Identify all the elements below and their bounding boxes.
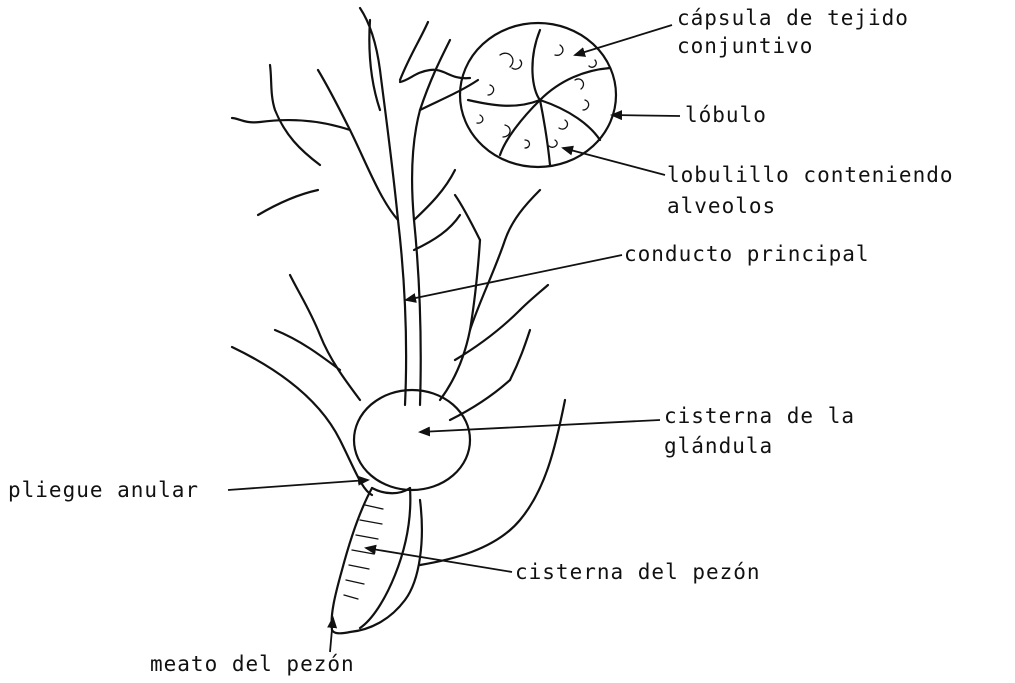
arrow-lobulillo xyxy=(563,148,665,175)
branch-left-mid xyxy=(270,65,320,165)
duct-tree xyxy=(232,8,548,420)
main-duct-right-edge xyxy=(412,40,450,405)
label-pliegue: pliegue anular xyxy=(8,478,199,502)
branch-right-fine xyxy=(455,190,540,330)
branch-lower-right xyxy=(440,240,520,420)
branch-left-upper xyxy=(318,70,398,220)
label-meato: meato del pezón xyxy=(150,652,355,676)
label-capsula-line1: cápsula de tejido xyxy=(677,6,909,30)
teat-left-wall xyxy=(332,488,372,630)
label-cisterna-glandula-line1: cisterna de la xyxy=(664,404,855,428)
label-cisterna-glandula-line2: glándula xyxy=(664,434,773,458)
teat-cistern-right xyxy=(360,488,410,628)
label-conducto: conducto principal xyxy=(624,242,870,266)
branch-left-low xyxy=(258,190,318,215)
label-cisterna-pezon: cisterna del pezón xyxy=(515,560,761,584)
lobule-cross-section xyxy=(400,23,616,167)
skin-outline-left xyxy=(232,347,372,495)
arrow-cisterna-glandula xyxy=(420,420,660,432)
arrow-conducto xyxy=(406,255,622,300)
label-lobulillo-line2: alveolos xyxy=(667,194,776,218)
label-lobulo: lóbulo xyxy=(685,103,767,127)
teat xyxy=(332,488,422,633)
gland-cistern xyxy=(354,390,470,490)
teat-cistern-folds xyxy=(344,505,383,599)
arrow-pliegue xyxy=(228,480,368,490)
branch-right-mid xyxy=(414,170,460,250)
label-capsula-line2: conjuntivo xyxy=(677,34,813,58)
arrow-cisterna-pezon xyxy=(366,548,512,572)
branch-right-tips xyxy=(510,285,548,380)
arrow-lobulo xyxy=(612,115,680,116)
branch-left-long xyxy=(232,118,350,130)
branch-top xyxy=(369,20,428,110)
label-lobulillo-line1: lobulillo conteniendo xyxy=(667,163,954,187)
main-duct-left-edge xyxy=(360,8,406,405)
